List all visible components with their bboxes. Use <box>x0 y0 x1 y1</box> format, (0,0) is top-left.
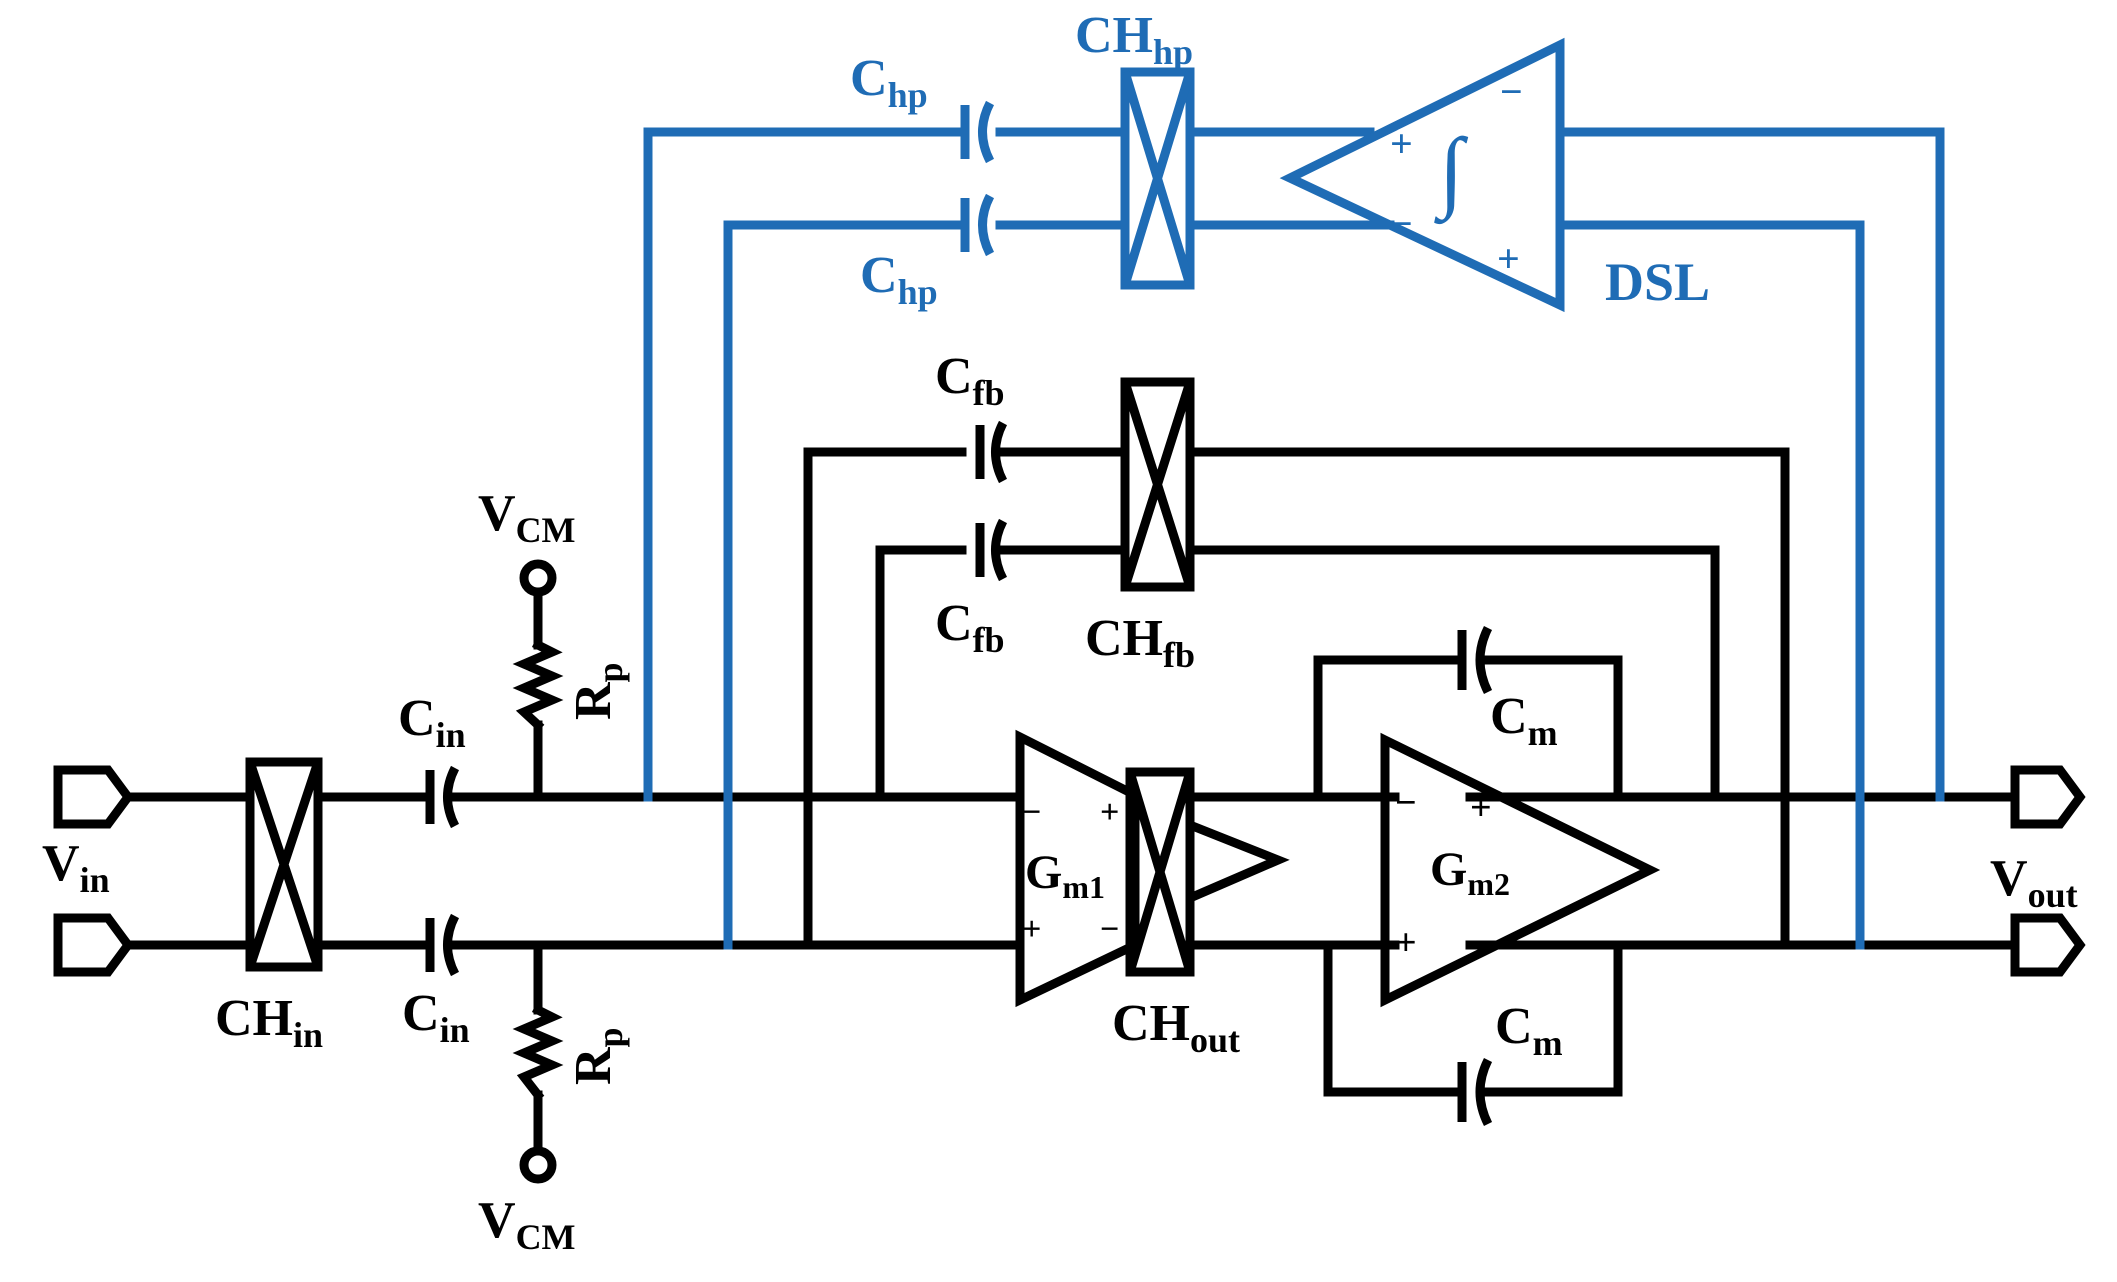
cm-bottom-capacitor <box>1457 1057 1493 1127</box>
cin-bottom-label: Cin <box>402 985 470 1050</box>
ch-out-chopper <box>1125 767 1195 977</box>
vin-label: Vin <box>42 835 110 900</box>
capacitors-black <box>425 420 1493 1127</box>
cfb-bottom-label: Cfb <box>935 595 1005 660</box>
gm2-plus-top: + <box>1470 787 1492 829</box>
ch-hp-chopper <box>1120 67 1195 290</box>
vout-top-pin <box>2010 765 2086 829</box>
gm1-plus-top: + <box>1100 794 1119 831</box>
gm1-output-triangle <box>1188 820 1290 903</box>
dsl-minus-left: − <box>1390 201 1413 246</box>
rp-top-resistor <box>512 638 564 732</box>
cfb-top-label: Cfb <box>935 348 1005 413</box>
dsl-wiring <box>643 127 1945 950</box>
gm2-plus-bottom: + <box>1395 922 1417 964</box>
ch-out-label: CHout <box>1112 995 1240 1060</box>
chp-bottom-label: Chp <box>860 247 938 312</box>
ch-hp-label: CHhp <box>1075 7 1193 72</box>
vcm-top-label: VCM <box>478 485 576 550</box>
resistors <box>512 638 564 1102</box>
vcm-bottom-terminal <box>519 1146 557 1184</box>
cfb-top-capacitor <box>975 420 1008 484</box>
integral-symbol: ∫ <box>1433 121 1468 225</box>
gm2-minus-bottom: − <box>1470 922 1492 964</box>
cm-bottom-loop <box>1323 940 1623 1097</box>
rp-bottom-label: Rp <box>565 1027 630 1085</box>
dsl-capacitors <box>960 100 995 257</box>
chp-bottom-capacitor <box>960 193 995 257</box>
gm1-amplifier <box>1015 729 1140 1008</box>
gm2-label: Gm2 <box>1430 843 1510 902</box>
amplifiers <box>1015 729 1661 1008</box>
cfb-outer-loop <box>803 447 1790 950</box>
ch-in-chopper <box>245 757 323 972</box>
gm1-plus-bottom: + <box>1022 911 1041 948</box>
chp-top-capacitor <box>960 100 995 164</box>
gm1-label: Gm1 <box>1025 846 1105 905</box>
vcm-bottom-label: VCM <box>478 1192 576 1257</box>
cm-top-label: Cm <box>1490 688 1558 753</box>
gm2-minus-top: − <box>1395 782 1417 824</box>
gm2-amplifier <box>1380 732 1661 1008</box>
gm1-minus-top: − <box>1022 794 1041 831</box>
ch-in-label: CHin <box>215 990 323 1055</box>
cfb-bottom-capacitor <box>975 518 1008 582</box>
vin-bottom-pin <box>53 913 134 977</box>
ch-fb-chopper <box>1120 377 1195 592</box>
vcm-top-terminal <box>519 559 557 597</box>
dsl-label: DSL <box>1605 252 1710 312</box>
ch-fb-label: CHfb <box>1085 610 1195 675</box>
dsl-integrator-amplifier <box>1279 37 1565 313</box>
cin-top-label: Cin <box>398 690 466 755</box>
vout-label: Vout <box>1990 850 2078 915</box>
dsl-plus-right: + <box>1497 236 1520 281</box>
dsl-minus-right: − <box>1500 69 1523 114</box>
cm-bottom-label: Cm <box>1495 998 1563 1063</box>
rp-top-label: Rp <box>565 662 630 720</box>
dsl-inner-loop <box>723 220 1865 950</box>
cfb-inner-loop <box>875 545 1720 802</box>
cm-top-capacitor <box>1457 625 1493 695</box>
cin-bottom-capacitor <box>425 913 460 977</box>
choppers-black <box>245 377 1195 977</box>
vout-bottom-pin <box>2010 913 2086 977</box>
rp-bottom-resistor <box>512 1003 564 1102</box>
cm-top-loop <box>1313 655 1623 802</box>
cin-top-capacitor <box>425 765 460 829</box>
vin-top-pin <box>53 765 134 829</box>
pin-symbols <box>53 559 2086 1184</box>
dsl-outer-loop <box>643 127 1945 802</box>
main-wiring <box>123 447 2015 1153</box>
gm1-minus-bottom: − <box>1100 911 1119 948</box>
chp-top-label: Chp <box>850 50 928 115</box>
dsl-plus-left: + <box>1390 121 1413 166</box>
